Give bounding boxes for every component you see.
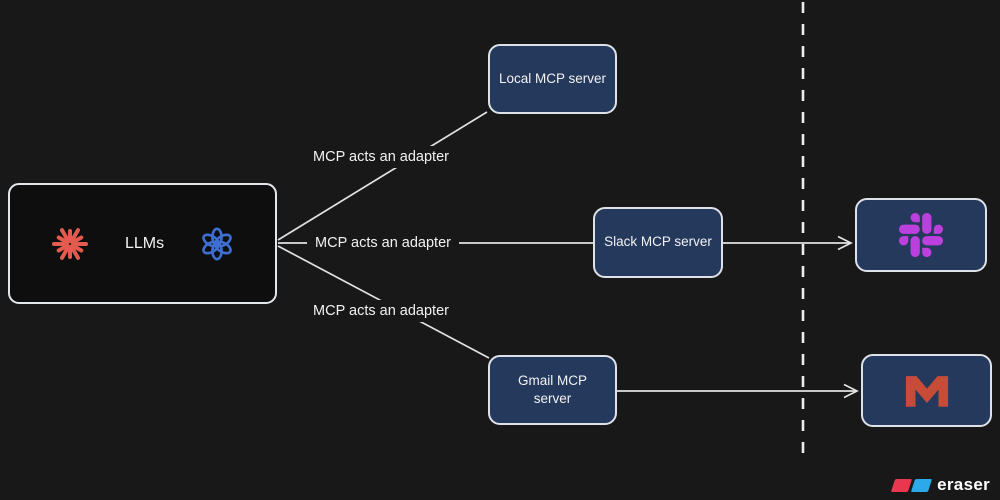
node-gmail-mcp-server[interactable]: Gmail MCP server bbox=[488, 355, 617, 425]
edge-llms-local bbox=[277, 111, 488, 241]
edge-label-adapter-bottom[interactable]: MCP acts an adapter bbox=[305, 300, 457, 322]
edge-label-adapter-middle[interactable]: MCP acts an adapter bbox=[307, 232, 459, 254]
arrowhead-slack bbox=[837, 235, 853, 251]
anthropic-icon bbox=[50, 224, 90, 264]
node-slack-app[interactable] bbox=[855, 198, 987, 272]
node-local-mcp-server-label: Local MCP server bbox=[498, 70, 607, 86]
node-gmail-mcp-server-label: Gmail MCP server bbox=[517, 372, 587, 406]
eraser-logo bbox=[891, 478, 933, 492]
slack-icon bbox=[899, 213, 943, 257]
edge-label-adapter-top[interactable]: MCP acts an adapter bbox=[305, 146, 457, 168]
openai-icon bbox=[199, 226, 235, 262]
arrowhead-gmail bbox=[843, 383, 859, 399]
eraser-watermark[interactable]: eraser bbox=[891, 475, 990, 495]
node-llms[interactable]: LLMs bbox=[8, 183, 277, 304]
node-llms-label: LLMs bbox=[124, 234, 165, 252]
node-local-mcp-server[interactable]: Local MCP server bbox=[488, 44, 617, 114]
gmail-icon bbox=[904, 374, 950, 407]
node-slack-mcp-server[interactable]: Slack MCP server bbox=[593, 207, 723, 278]
eraser-logo-blue-shape bbox=[911, 478, 933, 492]
node-slack-mcp-server-label: Slack MCP server bbox=[604, 234, 712, 250]
eraser-watermark-text: eraser bbox=[937, 475, 990, 494]
node-gmail-app[interactable] bbox=[861, 354, 992, 427]
eraser-logo-red-shape bbox=[891, 478, 913, 492]
